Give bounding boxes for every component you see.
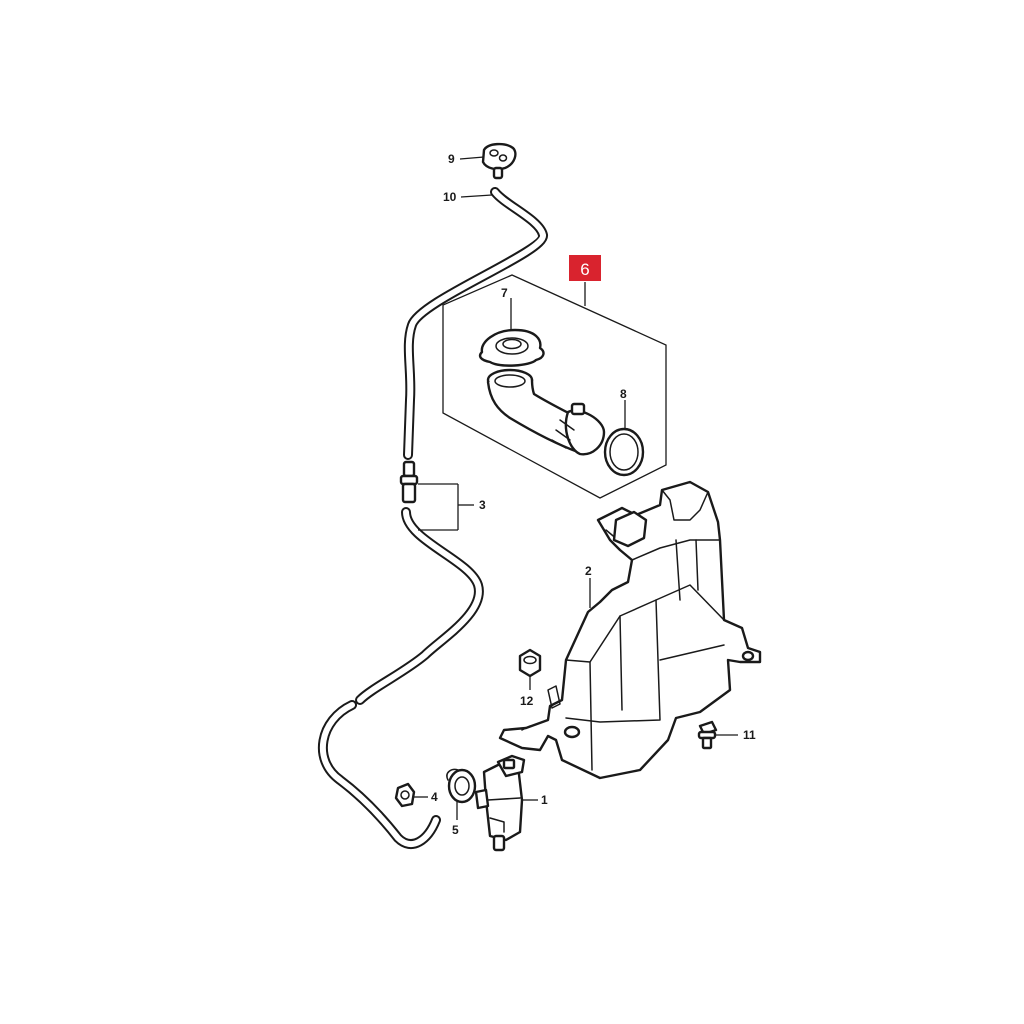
callout-7: 7 [501, 286, 508, 300]
callout-4: 4 [431, 790, 438, 804]
bolt-11-part [697, 720, 718, 750]
filler-assembly-frame [442, 274, 667, 499]
callout-6: 6 [580, 260, 589, 279]
nut-4-part [394, 782, 416, 808]
callout-6-highlight: 6 [569, 255, 601, 281]
callout-3: 3 [479, 498, 486, 512]
o-ring-part [603, 427, 645, 477]
callout-2: 2 [585, 564, 592, 578]
washer-pump-part [474, 754, 526, 852]
nut-12-part [518, 648, 542, 678]
callout-labels: 9 10 7 8 3 2 12 11 4 5 1 [431, 152, 756, 837]
filler-neck-part [486, 368, 606, 456]
callout-9: 9 [448, 152, 455, 166]
washer-hose-lower [318, 507, 484, 849]
washer-nozzle-part [481, 142, 517, 180]
hose-connector-part [399, 460, 419, 504]
callout-1: 1 [541, 793, 548, 807]
filler-cap-part [478, 328, 545, 367]
callout-5: 5 [452, 823, 459, 837]
callout-10: 10 [443, 190, 457, 204]
callout-8: 8 [620, 387, 627, 401]
washer-tank-part [498, 480, 762, 780]
leader-lines [414, 156, 738, 820]
washer-hose-upper [403, 187, 548, 460]
callout-12: 12 [520, 694, 534, 708]
callout-11: 11 [743, 728, 756, 742]
grommet-part [446, 768, 477, 804]
